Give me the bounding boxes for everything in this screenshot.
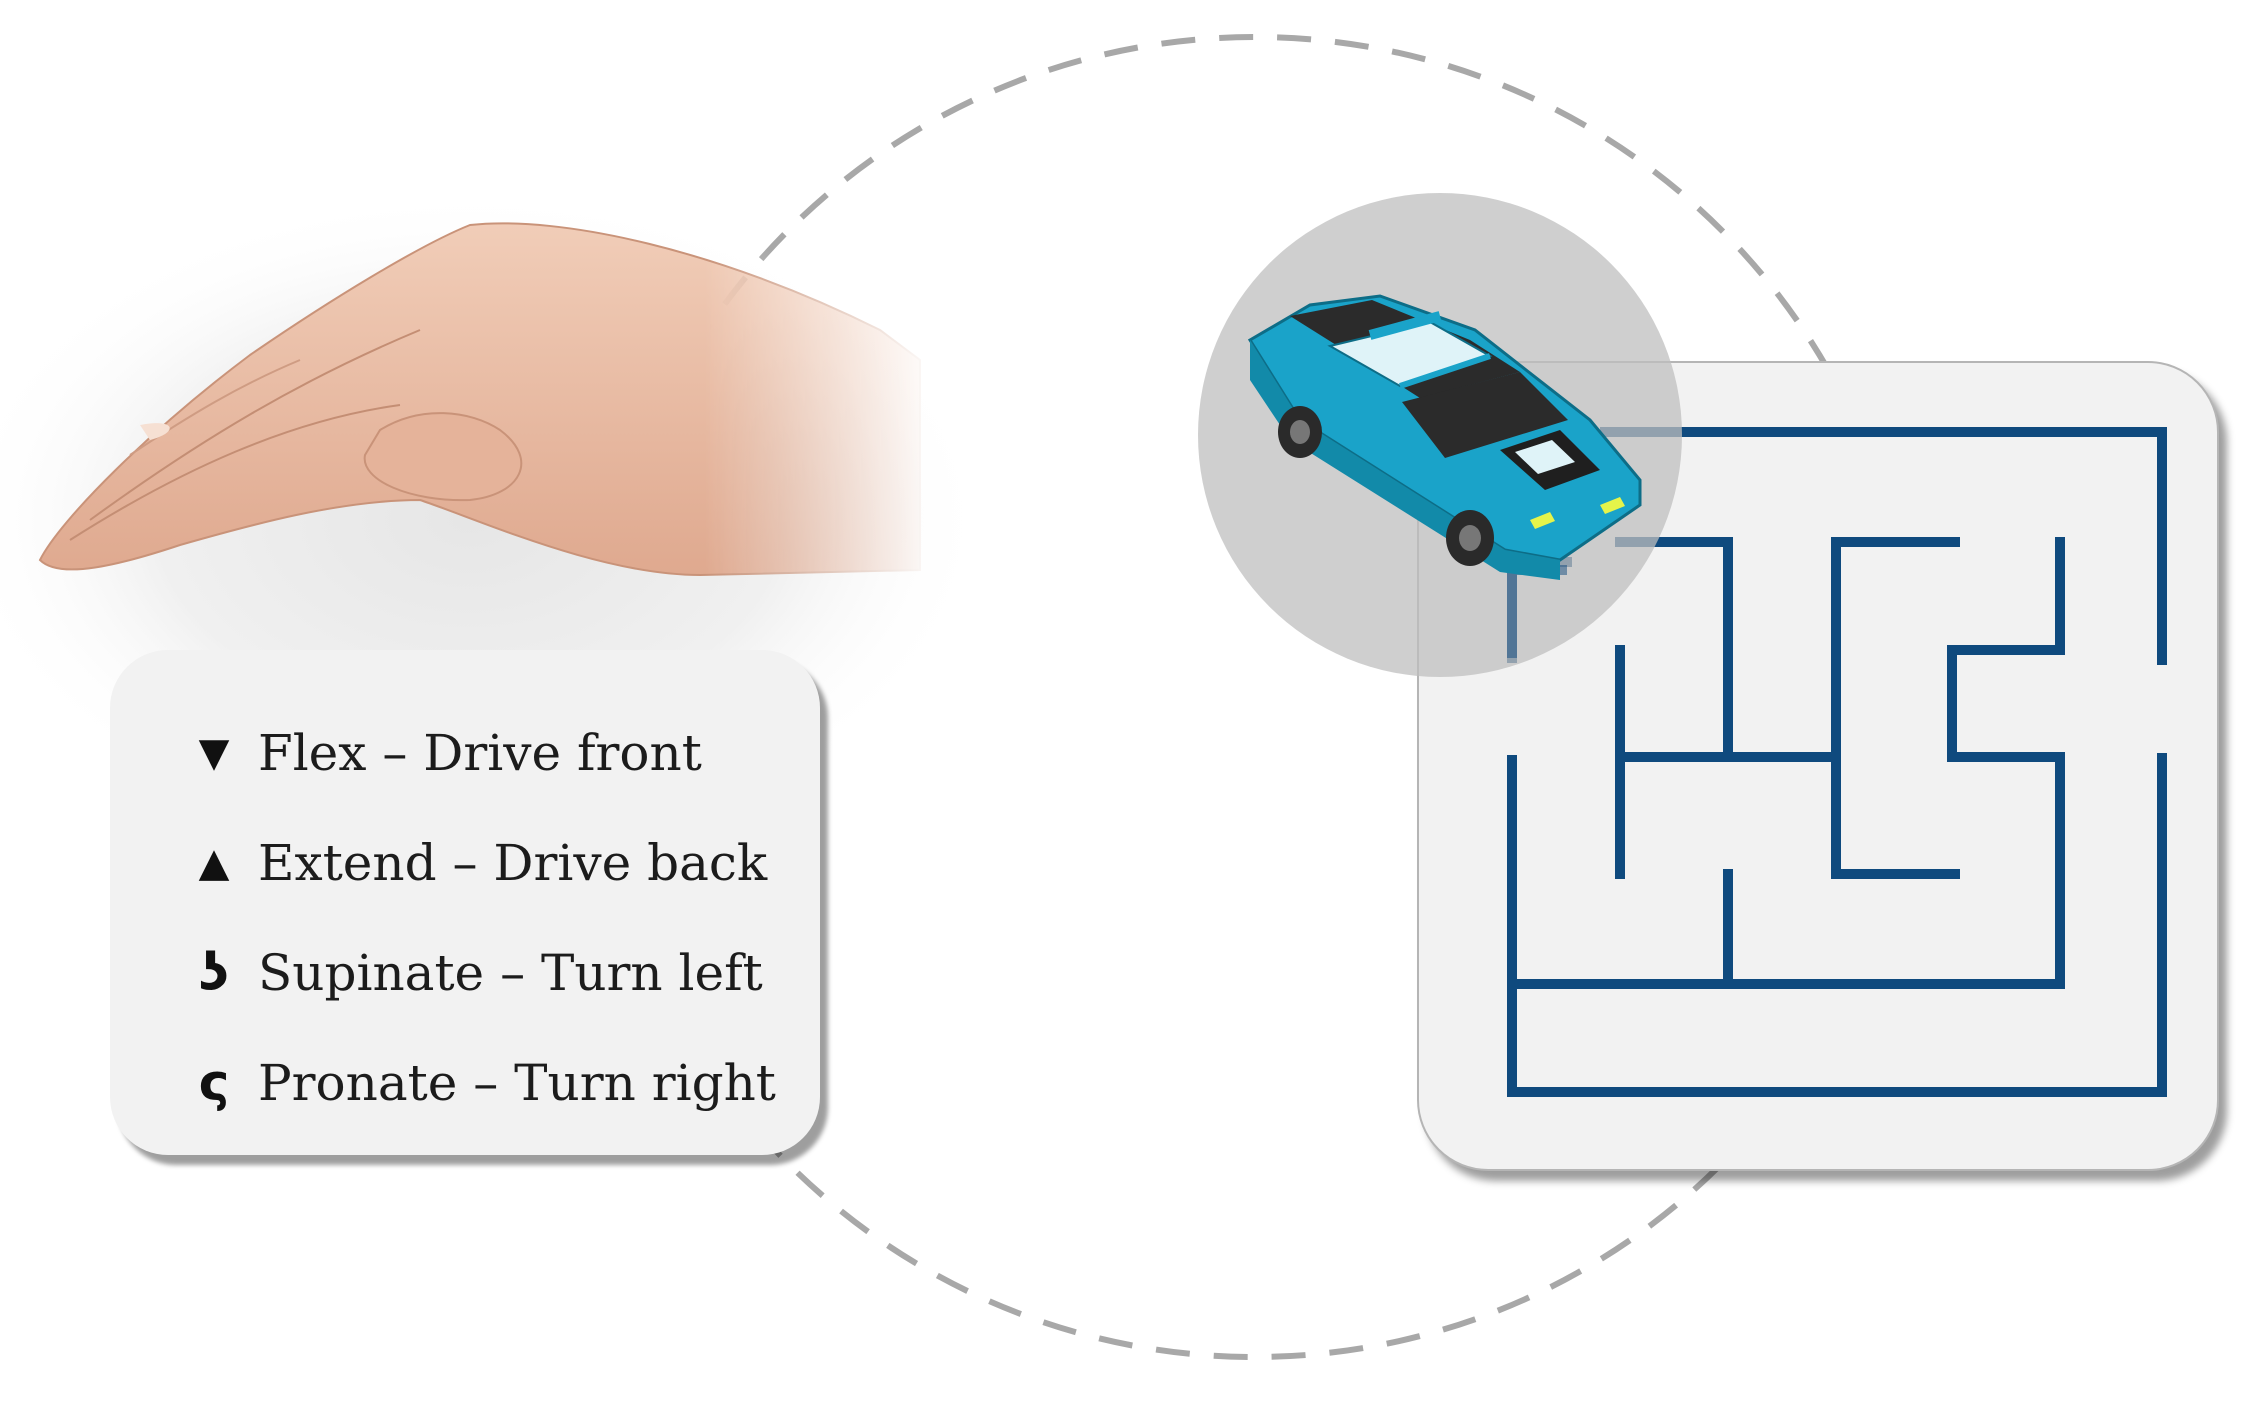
legend-action: Supinate (258, 944, 485, 1002)
triangle-up-icon: ▲ (198, 840, 230, 886)
legend-result: Drive back (493, 834, 768, 892)
legend-separator: – (500, 944, 526, 1002)
maze-wall-inner-middle (1831, 537, 1960, 879)
legend-result: Drive front (423, 724, 702, 782)
legend-action: Extend (258, 834, 437, 892)
triangle-down-icon: ▼ (198, 730, 230, 776)
legend-item-flex: ▼ Flex – Drive front (192, 698, 820, 808)
legend-action: Pronate (258, 1054, 458, 1112)
maze-wall-inner-right (1947, 537, 2065, 989)
legend-item-extend: ▲ Extend – Drive back (192, 808, 820, 918)
legend-separator: – (473, 1054, 499, 1112)
legend-item-supinate: ʖ Supinate – Turn left (192, 918, 820, 1028)
hand-illustration (38, 222, 921, 577)
controls-legend: ▼ Flex – Drive front ▲ Extend – Drive ba… (110, 650, 820, 1155)
pronate-curl-icon: ς (198, 1053, 230, 1113)
supinate-curl-icon: ʖ (199, 943, 229, 1003)
car-headlight (1600, 497, 1625, 514)
car-headlight (1530, 512, 1555, 529)
car-illustration (1247, 294, 1642, 580)
legend-separator: – (382, 724, 408, 782)
legend-separator: – (452, 834, 478, 892)
legend-item-pronate: ς Pronate – Turn right (192, 1028, 820, 1138)
legend-result: Turn right (514, 1054, 776, 1112)
maze (1507, 427, 2167, 1097)
legend-action: Flex (258, 724, 367, 782)
legend-result: Turn left (540, 944, 763, 1002)
